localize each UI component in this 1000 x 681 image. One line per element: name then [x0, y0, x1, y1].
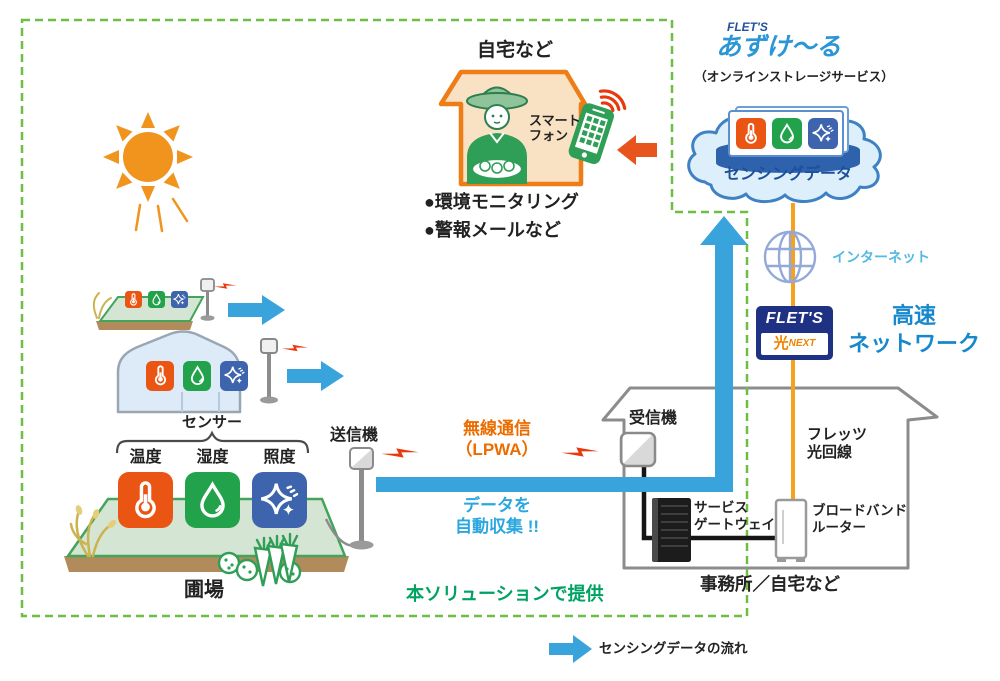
- broadband-router-device: [774, 498, 808, 562]
- sensor-pole-mini: [200, 278, 215, 321]
- receiver-device: [619, 431, 657, 468]
- sensor-card-light: [252, 472, 307, 528]
- rice-grains: [75, 505, 117, 529]
- sensor-card-temp: [118, 472, 173, 528]
- sensor-chip-row-greenhouse: [146, 361, 248, 391]
- wireless-waves-icon: [598, 89, 627, 112]
- farmer-avatar: [466, 86, 528, 184]
- flets-logo-hikari: 光: [773, 335, 789, 352]
- sensor-chip-row-cloud: [736, 118, 838, 149]
- wireless-label-line2: （LPWA）: [455, 440, 539, 459]
- lightning-icon: [282, 338, 308, 358]
- flets-logo-inner: 光NEXT: [761, 333, 828, 355]
- office-name: 事務所／自宅など: [700, 574, 840, 594]
- fiber-label-line1: フレッツ: [807, 426, 868, 443]
- transmitter-label: 送信機: [330, 427, 379, 444]
- flets-logo-brand: FLET'S: [765, 310, 824, 327]
- collect-label-line1: データを: [463, 496, 531, 515]
- network-speed-line1: 高速: [891, 303, 936, 328]
- internet-globe-icon: [763, 230, 817, 284]
- sensor-group-label: センサー: [181, 414, 242, 431]
- lightning-icon: [381, 439, 419, 467]
- sensor-brace: [115, 430, 310, 454]
- feature-bullet-2: ●警報メールなど: [424, 220, 561, 240]
- feature-bullet-1: ●環境モニタリング: [424, 192, 579, 212]
- field-name: 圃場: [184, 579, 224, 601]
- gateway-label-line2: ゲートウェイ: [694, 517, 775, 532]
- notify-arrow: [617, 135, 657, 165]
- sensor-chip-row-mini: [125, 291, 188, 308]
- fiber-label-line2: 光回線: [807, 444, 853, 461]
- sensor-card-humidity: [185, 472, 240, 528]
- sensor-pole-greenhouse: [260, 338, 278, 404]
- sensor-humidity-label: 湿度: [196, 449, 229, 466]
- greenhouse: [116, 330, 248, 414]
- smartphone-label-line1: スマート: [529, 113, 581, 128]
- flow-arrow-mini-2: [287, 361, 344, 391]
- receiver-label: 受信機: [629, 410, 678, 427]
- rice-plant-icon: [92, 292, 112, 319]
- router-label-line2: ルーター: [812, 520, 866, 535]
- solution-area-border: [20, 18, 749, 618]
- vegetables-icon: [217, 532, 302, 587]
- wireless-label-line1: 無線通信: [463, 419, 531, 438]
- sun-icon: [103, 112, 193, 233]
- flow-arrow-mini-1: [228, 295, 285, 325]
- cloud-brand-prefix: FLET'S: [727, 20, 768, 34]
- legend-label: センシングデータの流れ: [599, 641, 748, 656]
- internet-label: インターネット: [832, 249, 930, 265]
- cloud-content-label: センシングデータ: [723, 166, 852, 183]
- flets-hikari-next-logo: FLET'S 光NEXT: [756, 306, 833, 360]
- cloud-subtitle: （オンラインストレージサービス）: [694, 70, 894, 84]
- legend-arrow: [549, 635, 592, 663]
- collect-label-line2: 自動収集 !!: [454, 517, 540, 536]
- network-speed-line2: ネットワーク: [847, 331, 980, 356]
- cloud-data-tray: [716, 106, 860, 173]
- smartphone-label-line2: フォン: [529, 128, 569, 143]
- cloud-brand-name: あずけ〜る: [716, 33, 842, 61]
- gateway-label-line1: サービス: [694, 500, 748, 515]
- solution-area-label: 本ソリューションで提供: [406, 584, 604, 604]
- data-flow-arrow: [376, 216, 748, 492]
- smartphone-icon: [568, 103, 614, 165]
- flets-logo-next: NEXT: [788, 338, 816, 349]
- mini-field: [92, 291, 205, 330]
- lightning-icon: [561, 438, 599, 466]
- transmitter-pole: [349, 447, 374, 550]
- lightning-icon: [213, 277, 237, 295]
- sensor-light-label: 照度: [263, 449, 296, 466]
- service-gateway-device: [652, 498, 691, 562]
- home-title: 自宅など: [476, 40, 553, 61]
- router-label-line1: ブロードバンド: [812, 503, 908, 518]
- sensor-temp-label: 温度: [129, 449, 162, 466]
